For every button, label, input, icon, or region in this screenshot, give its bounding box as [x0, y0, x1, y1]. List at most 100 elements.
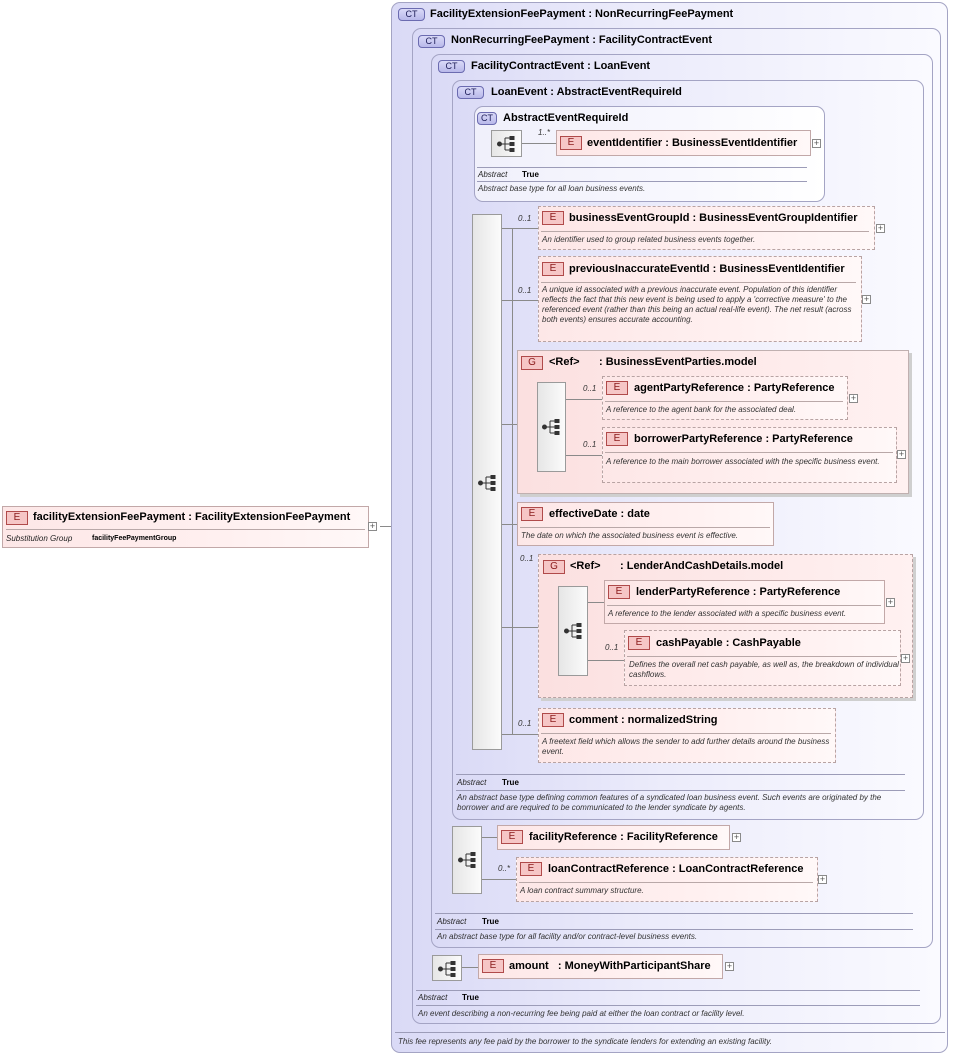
documentation-text: A reference to the lender associated wit…: [608, 609, 847, 618]
substitution-group-value: facilityFeePaymentGroup: [92, 535, 177, 542]
divider: [456, 774, 905, 775]
element-title: previousInaccurateEventId : BusinessEven…: [569, 263, 845, 275]
sequence-icon: [542, 419, 560, 435]
element-borrower-party-reference[interactable]: [602, 427, 897, 483]
divider: [607, 605, 881, 606]
sequence-compositor[interactable]: [537, 382, 566, 472]
cardinality-label: 0..1: [605, 643, 619, 652]
element-cash-payable[interactable]: [624, 630, 901, 686]
connector: [502, 734, 538, 735]
cardinality-label: 0..*: [498, 864, 511, 873]
element-badge: E: [542, 713, 564, 727]
abstract-value: True: [502, 778, 519, 787]
plus-icon[interactable]: +: [876, 223, 885, 233]
sequence-compositor[interactable]: [452, 826, 482, 894]
divider: [395, 1032, 945, 1033]
complex-type-title: NonRecurringFeePayment : FacilityContrac…: [451, 34, 713, 46]
complex-type-badge: CT: [438, 60, 465, 73]
documentation-text: Abstract base type for all loan business…: [478, 184, 646, 193]
plus-icon[interactable]: +: [901, 653, 910, 663]
documentation-text: A loan contract summary structure.: [520, 886, 644, 895]
element-title: eventIdentifier : BusinessEventIdentifie…: [587, 137, 798, 149]
group-badge: G: [543, 560, 565, 574]
group-badge: G: [521, 356, 543, 370]
divider: [627, 656, 897, 657]
plus-icon[interactable]: +: [862, 294, 871, 304]
divider: [477, 167, 807, 168]
sequence-icon: [497, 136, 515, 152]
abstract-value: True: [462, 993, 479, 1002]
divider: [456, 790, 905, 791]
divider: [435, 929, 913, 930]
sequence-icon: [478, 475, 496, 491]
element-title: amount : MoneyWithParticipantShare: [509, 960, 711, 972]
documentation-text: Defines the overall net cash payable, as…: [629, 660, 899, 679]
sequence-compositor[interactable]: [432, 955, 462, 981]
connector: [502, 300, 538, 301]
plus-icon[interactable]: +: [849, 393, 858, 403]
abstract-label: Abstract: [478, 170, 508, 179]
group-title: : LenderAndCashDetails.model: [620, 560, 784, 572]
documentation-text: An identifier used to group related busi…: [542, 235, 756, 244]
sequence-icon: [458, 852, 476, 868]
connector: [502, 627, 540, 628]
cardinality-label: 0..1: [520, 554, 534, 563]
documentation-text: A freetext field which allows the sender…: [542, 737, 830, 756]
documentation-text: An event describing a non-recurring fee …: [418, 1009, 745, 1018]
sequence-compositor[interactable]: [491, 130, 522, 157]
element-amount[interactable]: [478, 954, 723, 979]
complex-type-badge: CT: [418, 35, 445, 48]
element-badge: E: [608, 585, 630, 599]
element-effective-date[interactable]: [517, 502, 774, 546]
divider: [541, 231, 869, 232]
documentation-text: A reference to the main borrower associa…: [606, 457, 880, 466]
plus-icon[interactable]: +: [886, 597, 895, 607]
plus-icon[interactable]: +: [818, 874, 827, 884]
abstract-value: True: [522, 170, 539, 179]
complex-type-title: FacilityContractEvent : LoanEvent: [471, 60, 651, 72]
element-lender-party-reference[interactable]: [604, 580, 885, 624]
documentation-text: An abstract base type defining common fe…: [457, 793, 882, 812]
element-business-event-group-id[interactable]: [538, 206, 875, 250]
element-loan-contract-reference[interactable]: [516, 857, 818, 902]
sequence-icon: [438, 961, 456, 977]
divider: [541, 282, 856, 283]
abstract-value: True: [482, 917, 499, 926]
divider: [541, 733, 831, 734]
connector: [502, 424, 518, 425]
plus-icon[interactable]: +: [725, 961, 734, 971]
element-title: effectiveDate : date: [549, 508, 650, 520]
element-badge: E: [6, 511, 28, 525]
plus-icon[interactable]: +: [812, 138, 821, 148]
element-badge: E: [521, 507, 543, 521]
element-agent-party-reference[interactable]: [602, 376, 848, 420]
element-title: businessEventGroupId : BusinessEventGrou…: [569, 212, 858, 224]
connector: [566, 399, 602, 400]
element-title: borrowerPartyReference : PartyReference: [634, 433, 853, 445]
connector: [522, 143, 557, 144]
divider: [416, 990, 920, 991]
element-event-identifier[interactable]: [556, 130, 811, 156]
documentation-text: An abstract base type for all facility a…: [437, 932, 698, 941]
connector: [482, 879, 518, 880]
divider: [416, 1005, 920, 1006]
complex-type-title: FacilityExtensionFeePayment : NonRecurri…: [430, 8, 734, 20]
cardinality-label: 1..*: [538, 128, 551, 137]
group-title: : BusinessEventParties.model: [599, 356, 757, 368]
element-comment[interactable]: [538, 708, 836, 763]
element-previous-inaccurate-event-id[interactable]: [538, 256, 862, 342]
sequence-compositor[interactable]: [558, 586, 588, 676]
group-ref-label: <Ref>: [570, 560, 601, 572]
connector: [566, 455, 602, 456]
cardinality-label: 0..1: [518, 286, 532, 295]
plus-icon[interactable]: +: [368, 521, 377, 531]
connector: [588, 660, 624, 661]
element-badge: E: [628, 636, 650, 650]
complex-type-badge: CT: [457, 86, 484, 99]
plus-icon[interactable]: +: [897, 449, 906, 459]
element-title: facilityExtensionFeePayment : FacilityEx…: [33, 511, 351, 523]
plus-icon[interactable]: +: [732, 832, 741, 842]
sequence-compositor[interactable]: [472, 214, 502, 750]
element-facility-reference[interactable]: [497, 825, 730, 850]
divider: [519, 882, 813, 883]
